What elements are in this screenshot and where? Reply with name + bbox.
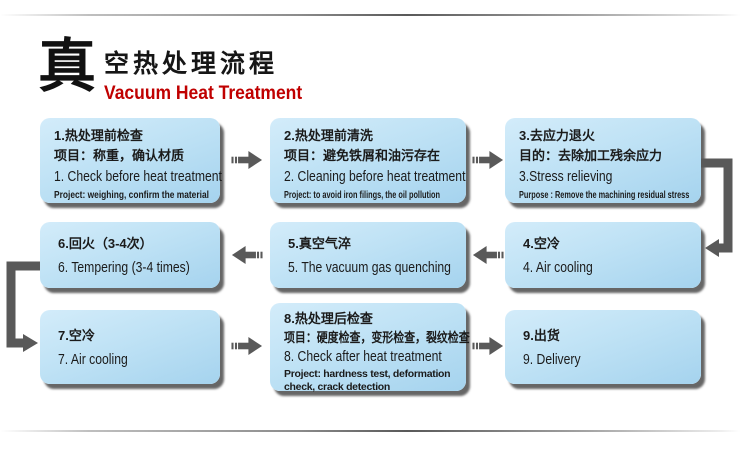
step-5-title-en: 5. The vacuum gas quenching xyxy=(288,259,451,276)
step-1-title-en: 1. Check before heat treatment xyxy=(54,169,222,185)
step-2-box: 2.热处理前清洗 项目：避免铁屑和油污存在 2. Cleaning before… xyxy=(270,118,466,203)
step-6-box: 6.回火（3-4次） 6. Tempering (3-4 times) xyxy=(40,222,220,288)
step-5-title-cn: 5.真空气淬 xyxy=(288,235,351,251)
step-5-box: 5.真空气淬 5. The vacuum gas quenching xyxy=(270,222,466,288)
step-3-title-en: 3.Stress relieving xyxy=(519,169,613,185)
elbow-connector-step3-to-step4-icon xyxy=(701,158,733,257)
step-7-title-cn: 7.空冷 xyxy=(58,327,95,343)
arrow-right-step8-to-step9-icon xyxy=(472,337,504,355)
step-3-box: 3.去应力退火 目的：去除加工残余应力 3.Stress relieving P… xyxy=(505,118,701,203)
elbow-connector-step6-to-step7-icon xyxy=(6,261,40,352)
step-2-detail-cn: 项目：避免铁屑和油污存在 xyxy=(284,148,441,163)
step-6-title-cn: 6.回火（3-4次） xyxy=(58,235,153,251)
step-2-title-cn: 2.热处理前清洗 xyxy=(284,128,373,143)
top-divider-line xyxy=(0,14,740,16)
step-1-detail-en: Project: weighing, confirm the material xyxy=(54,189,209,201)
title-big-char: 真 xyxy=(38,34,97,99)
step-3-title-cn: 3.去应力退火 xyxy=(519,128,595,143)
arrow-left-step4-to-step5-icon xyxy=(472,246,504,264)
step-8-box: 8.热处理后检查 项目：硬度检查，变形检查，裂纹检查 8. Check afte… xyxy=(270,303,470,393)
step-9-title-cn: 9.出货 xyxy=(523,327,560,343)
step-7-title-en: 7. Air cooling xyxy=(58,351,128,368)
step-2-detail-en: Project: to avoid iron filings, the oil … xyxy=(284,189,440,201)
step-3-detail-cn: 目的：去除加工残余应力 xyxy=(519,148,663,163)
title-chinese: 空热处理流程 xyxy=(104,50,279,78)
step-9-title-en: 9. Delivery xyxy=(523,351,581,368)
arrow-left-step5-to-step6-icon xyxy=(231,246,263,264)
title-block: 空热处理流程 Vacuum Heat Treatment xyxy=(104,38,319,105)
step-9-box: 9.出货 9. Delivery xyxy=(505,310,701,384)
diagram-header: 真 空热处理流程 Vacuum Heat Treatment xyxy=(38,38,319,105)
step-4-box: 4.空冷 4. Air cooling xyxy=(505,222,701,288)
step-8-detail-cn: 项目：硬度检查，变形检查，裂纹检查 xyxy=(284,330,470,345)
arrow-right-step2-to-step3-icon xyxy=(472,151,504,169)
step-2-title-en: 2. Cleaning before heat treatment xyxy=(284,169,466,185)
step-4-title-cn: 4.空冷 xyxy=(523,235,560,251)
title-english: Vacuum Heat Treatment xyxy=(104,83,303,104)
step-8-title-en: 8. Check after heat treatment xyxy=(284,349,442,365)
step-7-box: 7.空冷 7. Air cooling xyxy=(40,310,220,384)
step-4-title-en: 4. Air cooling xyxy=(523,259,593,276)
step-8-title-cn: 8.热处理后检查 xyxy=(284,311,373,326)
bottom-divider-line xyxy=(0,430,740,432)
step-1-detail-cn: 项目：称重，确认材质 xyxy=(54,148,185,163)
step-3-detail-en: Purpose : Remove the machining residual … xyxy=(519,189,690,201)
step-8-detail-en: Project: hardness test, deformation chec… xyxy=(284,368,451,393)
step-1-title-cn: 1.热处理前检查 xyxy=(54,128,143,143)
arrow-right-step7-to-step8-icon xyxy=(231,337,263,355)
arrow-right-step1-to-step2-icon xyxy=(231,151,263,169)
step-1-box: 1.热处理前检查 项目：称重，确认材质 1. Check before heat… xyxy=(40,118,222,203)
step-6-title-en: 6. Tempering (3-4 times) xyxy=(58,259,190,276)
